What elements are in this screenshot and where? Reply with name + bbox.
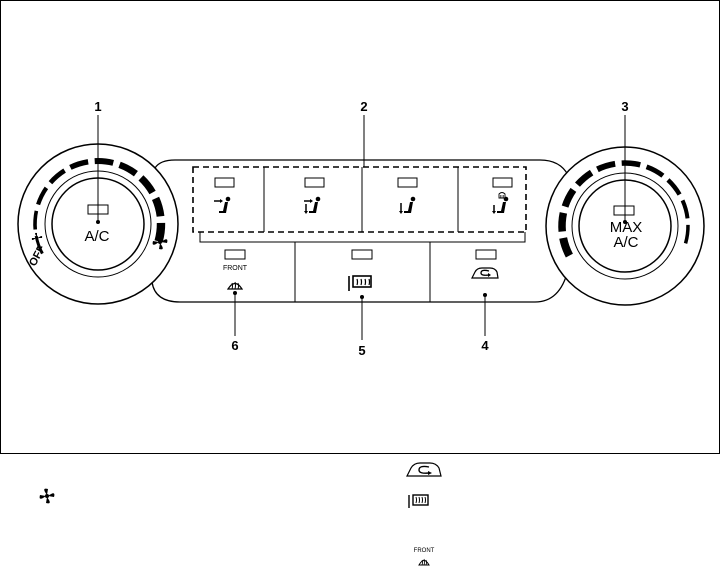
legend-front-text: FRONT xyxy=(414,548,435,554)
legend-fan-icon xyxy=(40,489,55,504)
svg-text:1: 1 xyxy=(94,99,101,114)
scale-segment xyxy=(622,163,641,165)
scale-segment xyxy=(156,198,161,216)
svg-text:6: 6 xyxy=(231,338,238,353)
indicator-light xyxy=(352,250,372,259)
indicator-light xyxy=(305,178,324,187)
svg-text:2: 2 xyxy=(360,99,367,114)
scale-segment xyxy=(95,161,114,163)
legend-rear-defrost-icon xyxy=(409,495,428,508)
ac-label-right: A/C xyxy=(613,234,638,251)
indicator-light xyxy=(398,178,417,187)
indicator-light xyxy=(225,250,245,259)
legend-recirculation-icon xyxy=(407,463,441,476)
indicator-light xyxy=(493,178,512,187)
legend-front-defrost-icon xyxy=(419,559,429,565)
legend-front-defrost: FRONT xyxy=(414,548,435,565)
svg-text:5: 5 xyxy=(358,343,365,358)
indicator-light xyxy=(215,178,234,187)
front-text: FRONT xyxy=(223,265,248,272)
max-ac-indicator-light xyxy=(614,206,634,215)
callout-5: 5 xyxy=(358,295,365,358)
scale-segment xyxy=(35,211,36,230)
svg-text:4: 4 xyxy=(481,338,489,353)
ac-label: A/C xyxy=(84,228,109,245)
svg-text:3: 3 xyxy=(621,99,628,114)
scale-segment xyxy=(562,213,563,232)
callout-2: 2 xyxy=(360,99,367,167)
indicator-light xyxy=(476,250,496,259)
